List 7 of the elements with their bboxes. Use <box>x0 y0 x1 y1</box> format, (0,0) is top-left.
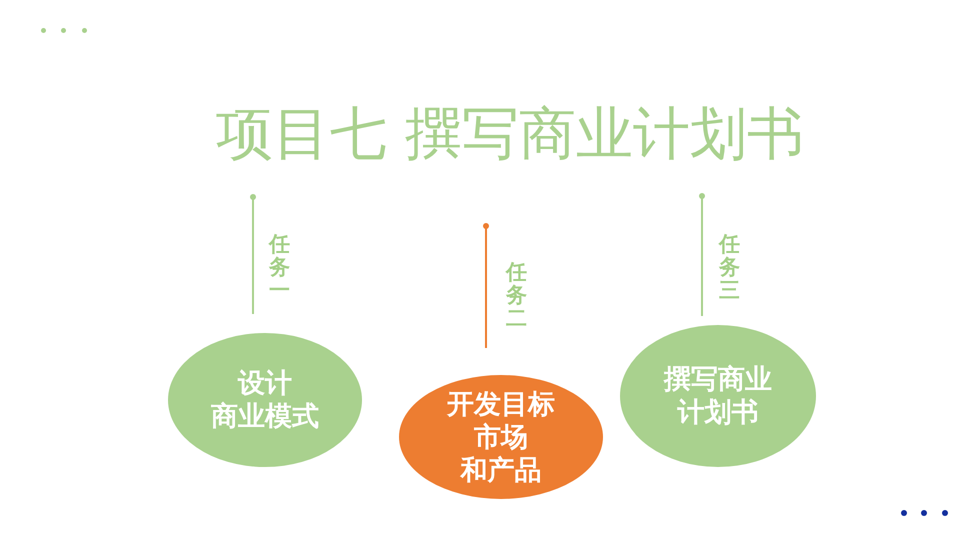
node-text: 撰写商业计划书 <box>664 363 772 429</box>
slide-title: 项目七 撰写商业计划书 <box>214 100 806 169</box>
task-label: 任务二 <box>506 261 527 330</box>
task-label: 任务三 <box>719 233 740 302</box>
task-label: 任务一 <box>269 233 290 302</box>
node-text: 开发目标市场和产品 <box>447 388 555 486</box>
node-text: 设计商业模式 <box>211 367 319 433</box>
